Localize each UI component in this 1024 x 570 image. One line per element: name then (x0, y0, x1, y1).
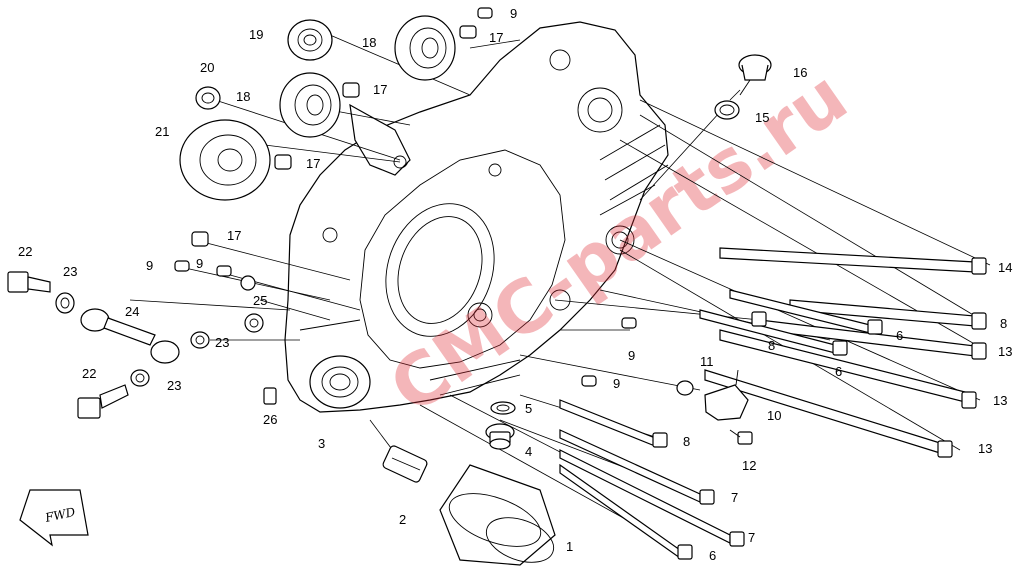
callout-7-b: 7 (748, 530, 755, 545)
crankcase-cover (284, 21, 669, 413)
o-ring-15 (714, 100, 740, 120)
fwd-arrow-icon: FWD (19, 489, 89, 547)
callout-3: 3 (318, 436, 325, 451)
callout-6-b: 6 (835, 364, 842, 379)
callout-7-a: 7 (731, 490, 738, 505)
oil-filter-1 (439, 464, 556, 566)
callout-17-c: 17 (306, 156, 320, 171)
fwd-label: FWD (43, 505, 77, 525)
callout-18-a: 18 (362, 35, 376, 50)
callout-1: 1 (566, 539, 573, 554)
callout-14: 14 (998, 260, 1012, 275)
oil-dipstick-16 (738, 54, 772, 96)
callout-2: 2 (399, 512, 406, 527)
seal-20 (195, 86, 221, 110)
callout-6-a: 6 (896, 328, 903, 343)
callout-24: 24 (125, 304, 139, 319)
callout-13-a: 13 (998, 344, 1012, 359)
callout-6-c: 6 (709, 548, 716, 563)
bearing-18-top (394, 15, 456, 81)
callout-19: 19 (249, 27, 263, 42)
bearing-18-mid (279, 72, 341, 138)
callout-4: 4 (525, 444, 532, 459)
callout-9-b: 9 (146, 258, 153, 273)
callout-16: 16 (793, 65, 807, 80)
callout-labels: 1 2 3 4 5 6 6 6 7 7 8 8 8 9 9 9 9 9 10 1… (18, 6, 1012, 563)
washers-23 (55, 292, 210, 387)
callout-22-a: 22 (18, 244, 32, 259)
sensor-assembly-10 (676, 369, 753, 445)
bearing-21 (179, 119, 271, 201)
callout-9-a: 9 (510, 6, 517, 21)
callout-22-b: 22 (82, 366, 96, 381)
callout-23-b: 23 (215, 335, 229, 350)
drain-plug-4 (485, 423, 515, 450)
callout-26: 26 (263, 412, 277, 427)
callout-15: 15 (755, 110, 769, 125)
callout-11: 11 (700, 354, 714, 369)
callout-23-a: 23 (63, 264, 77, 279)
callout-8-a: 8 (768, 338, 775, 353)
callout-25: 25 (253, 293, 267, 308)
callout-17-d: 17 (227, 228, 241, 243)
callout-12: 12 (742, 458, 756, 473)
callout-8-c: 8 (683, 434, 690, 449)
callout-21: 21 (155, 124, 169, 139)
callout-9-c: 9 (196, 256, 203, 271)
screw-26 (263, 387, 277, 405)
callout-5: 5 (525, 401, 532, 416)
fitting-2 (382, 445, 428, 483)
callout-9-e: 9 (613, 376, 620, 391)
callout-9-d: 9 (628, 348, 635, 363)
bearing-19 (287, 19, 333, 61)
banjo-bolt-22-top (7, 271, 51, 293)
long-bolts (559, 247, 987, 560)
callout-13-b: 13 (993, 393, 1007, 408)
oil-pipe-24 (80, 308, 180, 364)
dowel-pins (174, 7, 637, 387)
washer-25 (240, 275, 264, 333)
callout-10: 10 (767, 408, 781, 423)
callout-18-b: 18 (236, 89, 250, 104)
banjo-bolt-22-bottom (77, 384, 129, 419)
callout-8-b: 8 (1000, 316, 1007, 331)
callout-17-b: 17 (373, 82, 387, 97)
callout-20: 20 (200, 60, 214, 75)
callout-23-c: 23 (167, 378, 181, 393)
callout-13-c: 13 (978, 441, 992, 456)
washer-5 (490, 401, 516, 415)
callout-17-a: 17 (489, 30, 503, 45)
